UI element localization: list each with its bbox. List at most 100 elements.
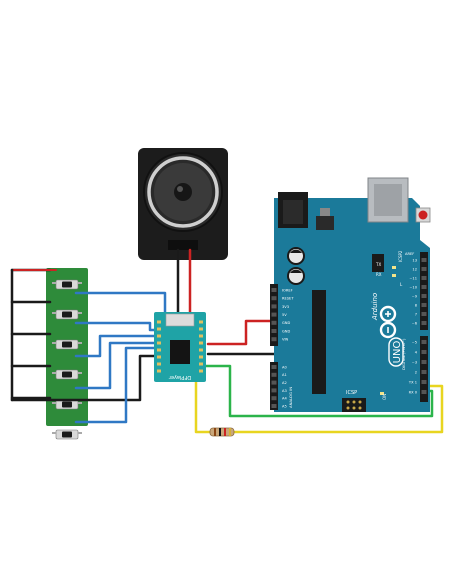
pin-label: A5	[282, 404, 287, 408]
uno-label: UNO	[392, 341, 403, 364]
mp3-pin	[157, 355, 161, 359]
header-pin	[421, 303, 427, 307]
pin-label: 7	[415, 312, 417, 316]
digital-header-top	[420, 252, 428, 330]
header-pin	[271, 288, 277, 292]
pin-label: A0	[282, 365, 287, 369]
header-pin	[421, 380, 427, 384]
header-pin	[421, 285, 427, 289]
pin-label: ~3	[412, 360, 417, 364]
pin-label: GND	[282, 321, 290, 325]
header-pin	[271, 304, 277, 309]
header-pin	[421, 258, 427, 262]
header-pin	[271, 320, 277, 325]
mp3-pins-left	[157, 320, 161, 373]
header-pin	[271, 396, 277, 401]
pin-label: ~11	[409, 276, 417, 280]
icsp2-header	[372, 254, 384, 272]
reset-button[interactable]	[415, 207, 431, 223]
analog-label: ANALOG IN	[288, 387, 293, 408]
mp3-pin	[199, 369, 203, 373]
pin-label: ~5	[412, 340, 417, 344]
mp3-pin	[157, 327, 161, 331]
resistor-icon	[209, 427, 235, 437]
mp3-pin	[157, 334, 161, 338]
mp3-pin	[199, 355, 203, 359]
push-button[interactable]	[52, 429, 82, 440]
push-button[interactable]	[52, 279, 82, 290]
pin-label: ~6	[412, 321, 418, 325]
mp3-pin	[199, 362, 203, 366]
header-pin	[421, 294, 427, 298]
digital-header-bottom	[420, 336, 428, 402]
wire-yellow-rx-2	[232, 384, 444, 434]
speaker-terminal	[168, 240, 198, 250]
header-pin	[421, 276, 427, 280]
mp3-pin	[157, 320, 161, 324]
capacitors	[287, 247, 305, 285]
speaker	[138, 148, 228, 260]
icsp2-label: ICSP2	[398, 250, 403, 262]
on-label: ON	[382, 394, 387, 400]
speaker-icon	[143, 152, 223, 232]
analog-header	[270, 362, 278, 410]
pin-label: VIN	[282, 338, 289, 342]
atmega-chip	[312, 290, 326, 394]
pin-label: 4	[415, 350, 418, 354]
pin-label: TX 1	[408, 380, 417, 384]
pin-label: GND	[282, 329, 290, 333]
uno-badge: UNO	[388, 337, 404, 367]
mp3-pin	[199, 334, 203, 338]
header-pin	[271, 388, 277, 393]
header-pin	[271, 404, 277, 408]
pin-label: IOREF	[282, 288, 293, 292]
pin-label: A2	[282, 381, 287, 385]
status-leds: TX RX L ON	[375, 262, 403, 400]
push-button[interactable]	[52, 309, 82, 320]
rx-label: RX	[376, 272, 382, 277]
header-pin	[421, 360, 427, 364]
button-strip	[46, 268, 88, 440]
header-pin	[271, 329, 277, 333]
push-button[interactable]	[52, 339, 82, 350]
pin-label: RESET	[282, 297, 294, 301]
l-label: L	[400, 282, 403, 287]
mp3-pin	[157, 348, 161, 352]
header-pin	[421, 350, 427, 354]
mp3-pin	[199, 320, 203, 324]
push-button[interactable]	[52, 369, 82, 380]
pin-label: ~9	[412, 294, 418, 298]
header-pin	[271, 380, 277, 385]
mp3-pin	[199, 348, 203, 352]
mp3-module-label: DFPlayer	[168, 374, 191, 380]
header-pin	[421, 340, 427, 344]
pin-label: A1	[282, 373, 287, 377]
pin-label: 2	[415, 370, 417, 374]
wire-blue-buttons	[74, 291, 167, 424]
mp3-pin	[199, 341, 203, 345]
pin-label: ~10	[409, 285, 417, 289]
header-pin	[271, 296, 277, 301]
pin-label: 3V3	[282, 305, 289, 309]
mp3-pin	[199, 327, 203, 331]
voltage-regulator	[316, 216, 334, 230]
pin-label: 8	[415, 303, 418, 307]
pin-label: A3	[282, 389, 287, 393]
mp3-pin	[157, 369, 161, 373]
pin-label: RX 0	[409, 390, 418, 394]
button-list	[52, 279, 82, 440]
arduino-logo-icon	[379, 305, 397, 339]
header-pin	[421, 370, 427, 374]
mp3-pin	[157, 341, 161, 345]
wires	[10, 248, 444, 434]
aref-label: AREF	[405, 252, 414, 256]
arduino-board: ICSP ICSP2 TX RX L ON Arduino UNO	[270, 177, 431, 412]
push-button[interactable]	[52, 399, 82, 410]
wire-black-button-rail	[10, 268, 160, 402]
header-pin	[271, 337, 277, 342]
icsp-header: ICSP	[342, 390, 366, 412]
pin-label: 13	[412, 258, 417, 262]
